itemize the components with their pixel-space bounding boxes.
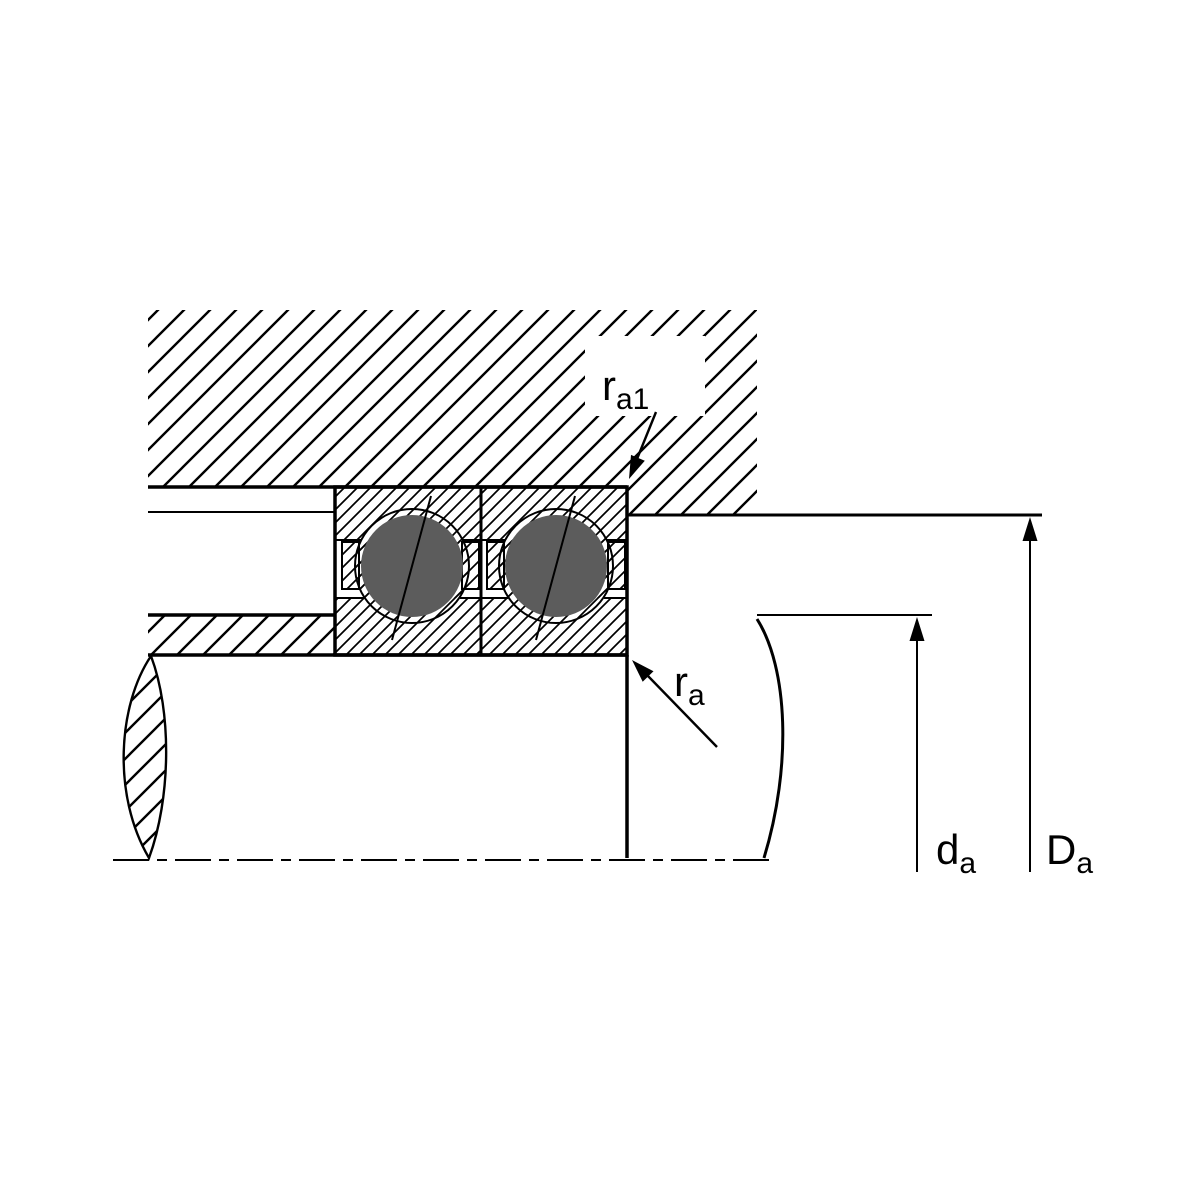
arrowhead-ra xyxy=(632,660,654,682)
cage-section-1 xyxy=(341,541,360,590)
leader-line-ra xyxy=(647,675,718,748)
cage-section-3 xyxy=(486,541,505,590)
cage-section-4 xyxy=(607,541,626,590)
label-ra: ra xyxy=(674,658,705,712)
arrowhead-ra1 xyxy=(629,454,645,479)
label-Da: Da xyxy=(1046,826,1093,880)
label-ra1: ra1 xyxy=(602,362,649,416)
contact-angle-line-right xyxy=(535,495,576,641)
shaft-end-break-curve xyxy=(755,618,785,859)
leader-line-ra1 xyxy=(635,411,658,460)
shaft-shoulder-hatch xyxy=(148,615,335,655)
shaft-break-section xyxy=(122,653,168,861)
arrowhead-Da xyxy=(1022,517,1038,541)
contact-angle-line-left xyxy=(391,495,432,641)
arrowhead-da xyxy=(909,617,925,641)
cage-section-2 xyxy=(461,541,480,590)
label-background-ra1 xyxy=(585,336,705,416)
label-da: da xyxy=(936,826,976,880)
